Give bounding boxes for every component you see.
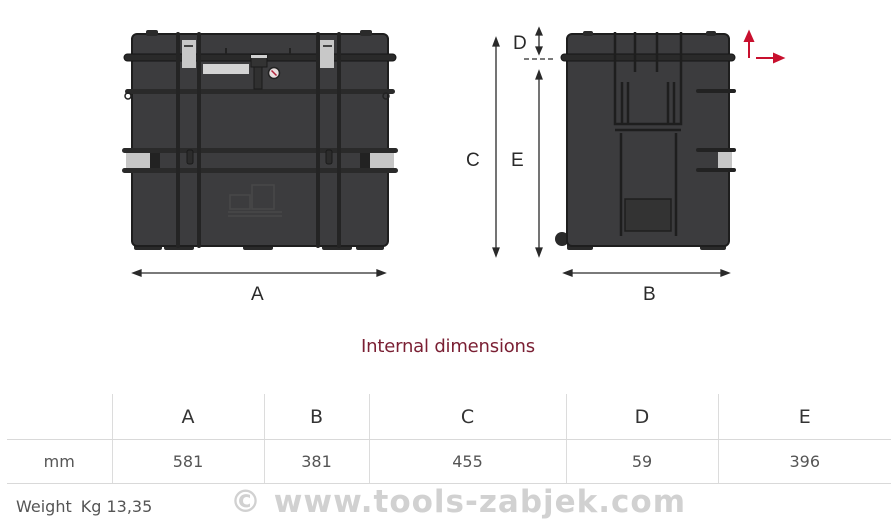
dimension-arrow-b (562, 269, 731, 277)
dimension-arrow-c (492, 36, 500, 258)
weight-value: Kg 13,35 (80, 497, 153, 516)
side-view-case (555, 31, 736, 250)
table-header-cell: B (263, 394, 369, 440)
dimension-arrow-a (131, 269, 387, 277)
label-b: B (643, 284, 656, 305)
weight-label: Weight (16, 497, 72, 516)
value-cell: 396 (717, 439, 891, 484)
table-header-cell: A (111, 394, 264, 440)
value-cell: 381 (263, 439, 369, 484)
value-cell: 455 (368, 439, 566, 484)
label-d: D (513, 33, 527, 54)
dimension-arrow-d (524, 26, 556, 60)
weight-info: Weight Kg 13,35 (16, 497, 152, 516)
unit-cell: mm (7, 439, 112, 484)
watermark: © www.tools-zabjek.com (230, 484, 687, 520)
table-header-row: A B C D E (7, 394, 891, 440)
section-title: Internal dimensions (361, 336, 535, 357)
table-header-cell: E (717, 394, 891, 440)
dimensions-table: A B C D E mm 581 381 455 59 396 (7, 394, 891, 484)
value-cell: 59 (565, 439, 718, 484)
label-a: A (251, 284, 264, 305)
value-cell: 581 (111, 439, 264, 484)
table-header-cell: C (368, 394, 566, 440)
table-header-cell: D (565, 394, 718, 440)
label-c: C (466, 150, 480, 171)
orientation-arrows-icon (743, 29, 786, 64)
table-row: mm 581 381 455 59 396 (7, 439, 891, 484)
case-diagrams (122, 26, 786, 277)
table-header-cell (7, 394, 112, 440)
dimension-arrow-e (535, 69, 543, 258)
front-view-case (122, 30, 398, 250)
label-e: E (511, 150, 524, 171)
